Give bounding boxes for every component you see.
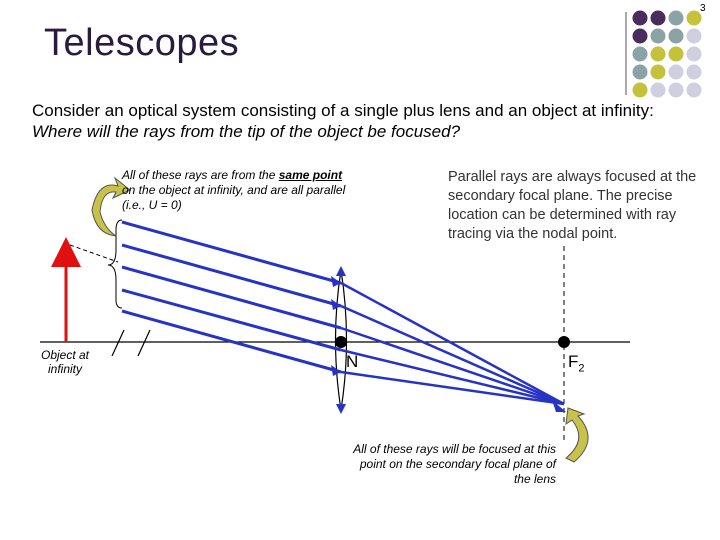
axis-break-mark-right [137,329,151,357]
decorative-dot [650,64,666,80]
decorative-dot [686,82,702,98]
ray-4-refracted [340,348,565,406]
question-line-1: Consider an optical system consisting of… [32,101,654,120]
focal-point-label: F2 [568,352,585,374]
question-text: Consider an optical system consisting of… [32,100,712,142]
decorative-dot [686,28,702,44]
nodal-point [335,336,347,348]
ray-3-incoming [121,265,342,330]
decorative-dot-grid [632,10,702,98]
focus-arrowhead [552,400,566,412]
curved-arrow-rays-note [91,176,131,237]
decorative-dot [668,46,684,62]
ray-4-incoming [121,288,342,352]
decorative-dot [632,64,648,80]
ray-1-arrow [331,276,341,287]
focal-label-main: F [568,352,579,371]
decorative-dot [650,46,666,62]
ray-2-arrow [331,299,341,310]
decorative-dot [668,64,684,80]
ray-5-incoming [121,309,342,374]
curved-arrow-focus-note [565,407,589,463]
decorative-dot [632,10,648,26]
object-tip-dashed-line [69,244,119,263]
decorative-dot [632,46,648,62]
decorative-dot [650,28,666,44]
question-line-2: Where will the rays from the tip of the … [32,122,461,141]
focal-point-f2 [558,336,570,348]
focus-note: All of these rays will be focused at thi… [353,442,556,486]
decorative-dot [632,28,648,44]
ray-3-refracted [340,326,565,406]
rays-note-prefix: All of these rays are from the [122,168,279,182]
ray-5-refracted [340,370,565,406]
slide-title: Telescopes [44,22,240,64]
decorative-dot [686,64,702,80]
decorative-dot [650,10,666,26]
rays-note-emphasis: same point [278,168,343,182]
rays-brace [107,219,123,309]
focal-label-sub: 2 [578,362,585,375]
rays-note: All of these rays are from the same poin… [122,168,352,213]
slide-number: 3 [700,3,706,14]
ray-5-arrow [331,365,341,376]
nodal-point-label: N [346,352,359,371]
decorative-dot [686,10,702,26]
lens-top-arrowhead [336,266,346,276]
decorative-dot [686,46,702,62]
decorative-dot [668,28,684,44]
parallel-rays-note: Parallel rays are always focused at the … [448,169,697,242]
decorative-dot [650,82,666,98]
rays-note-suffix: on the object at infinity, and are all p… [122,183,346,212]
ray-2-incoming [121,243,342,308]
decorative-dot [632,82,648,98]
object-label: Object at infinity [40,348,90,376]
ray-1-incoming [121,220,342,285]
ray-2-refracted [340,304,565,406]
ray-1-refracted [340,281,565,406]
decorative-dot [668,10,684,26]
decorative-dot [668,82,684,98]
lens-bottom-arrowhead [336,404,346,414]
axis-break-mark-left [111,329,125,357]
